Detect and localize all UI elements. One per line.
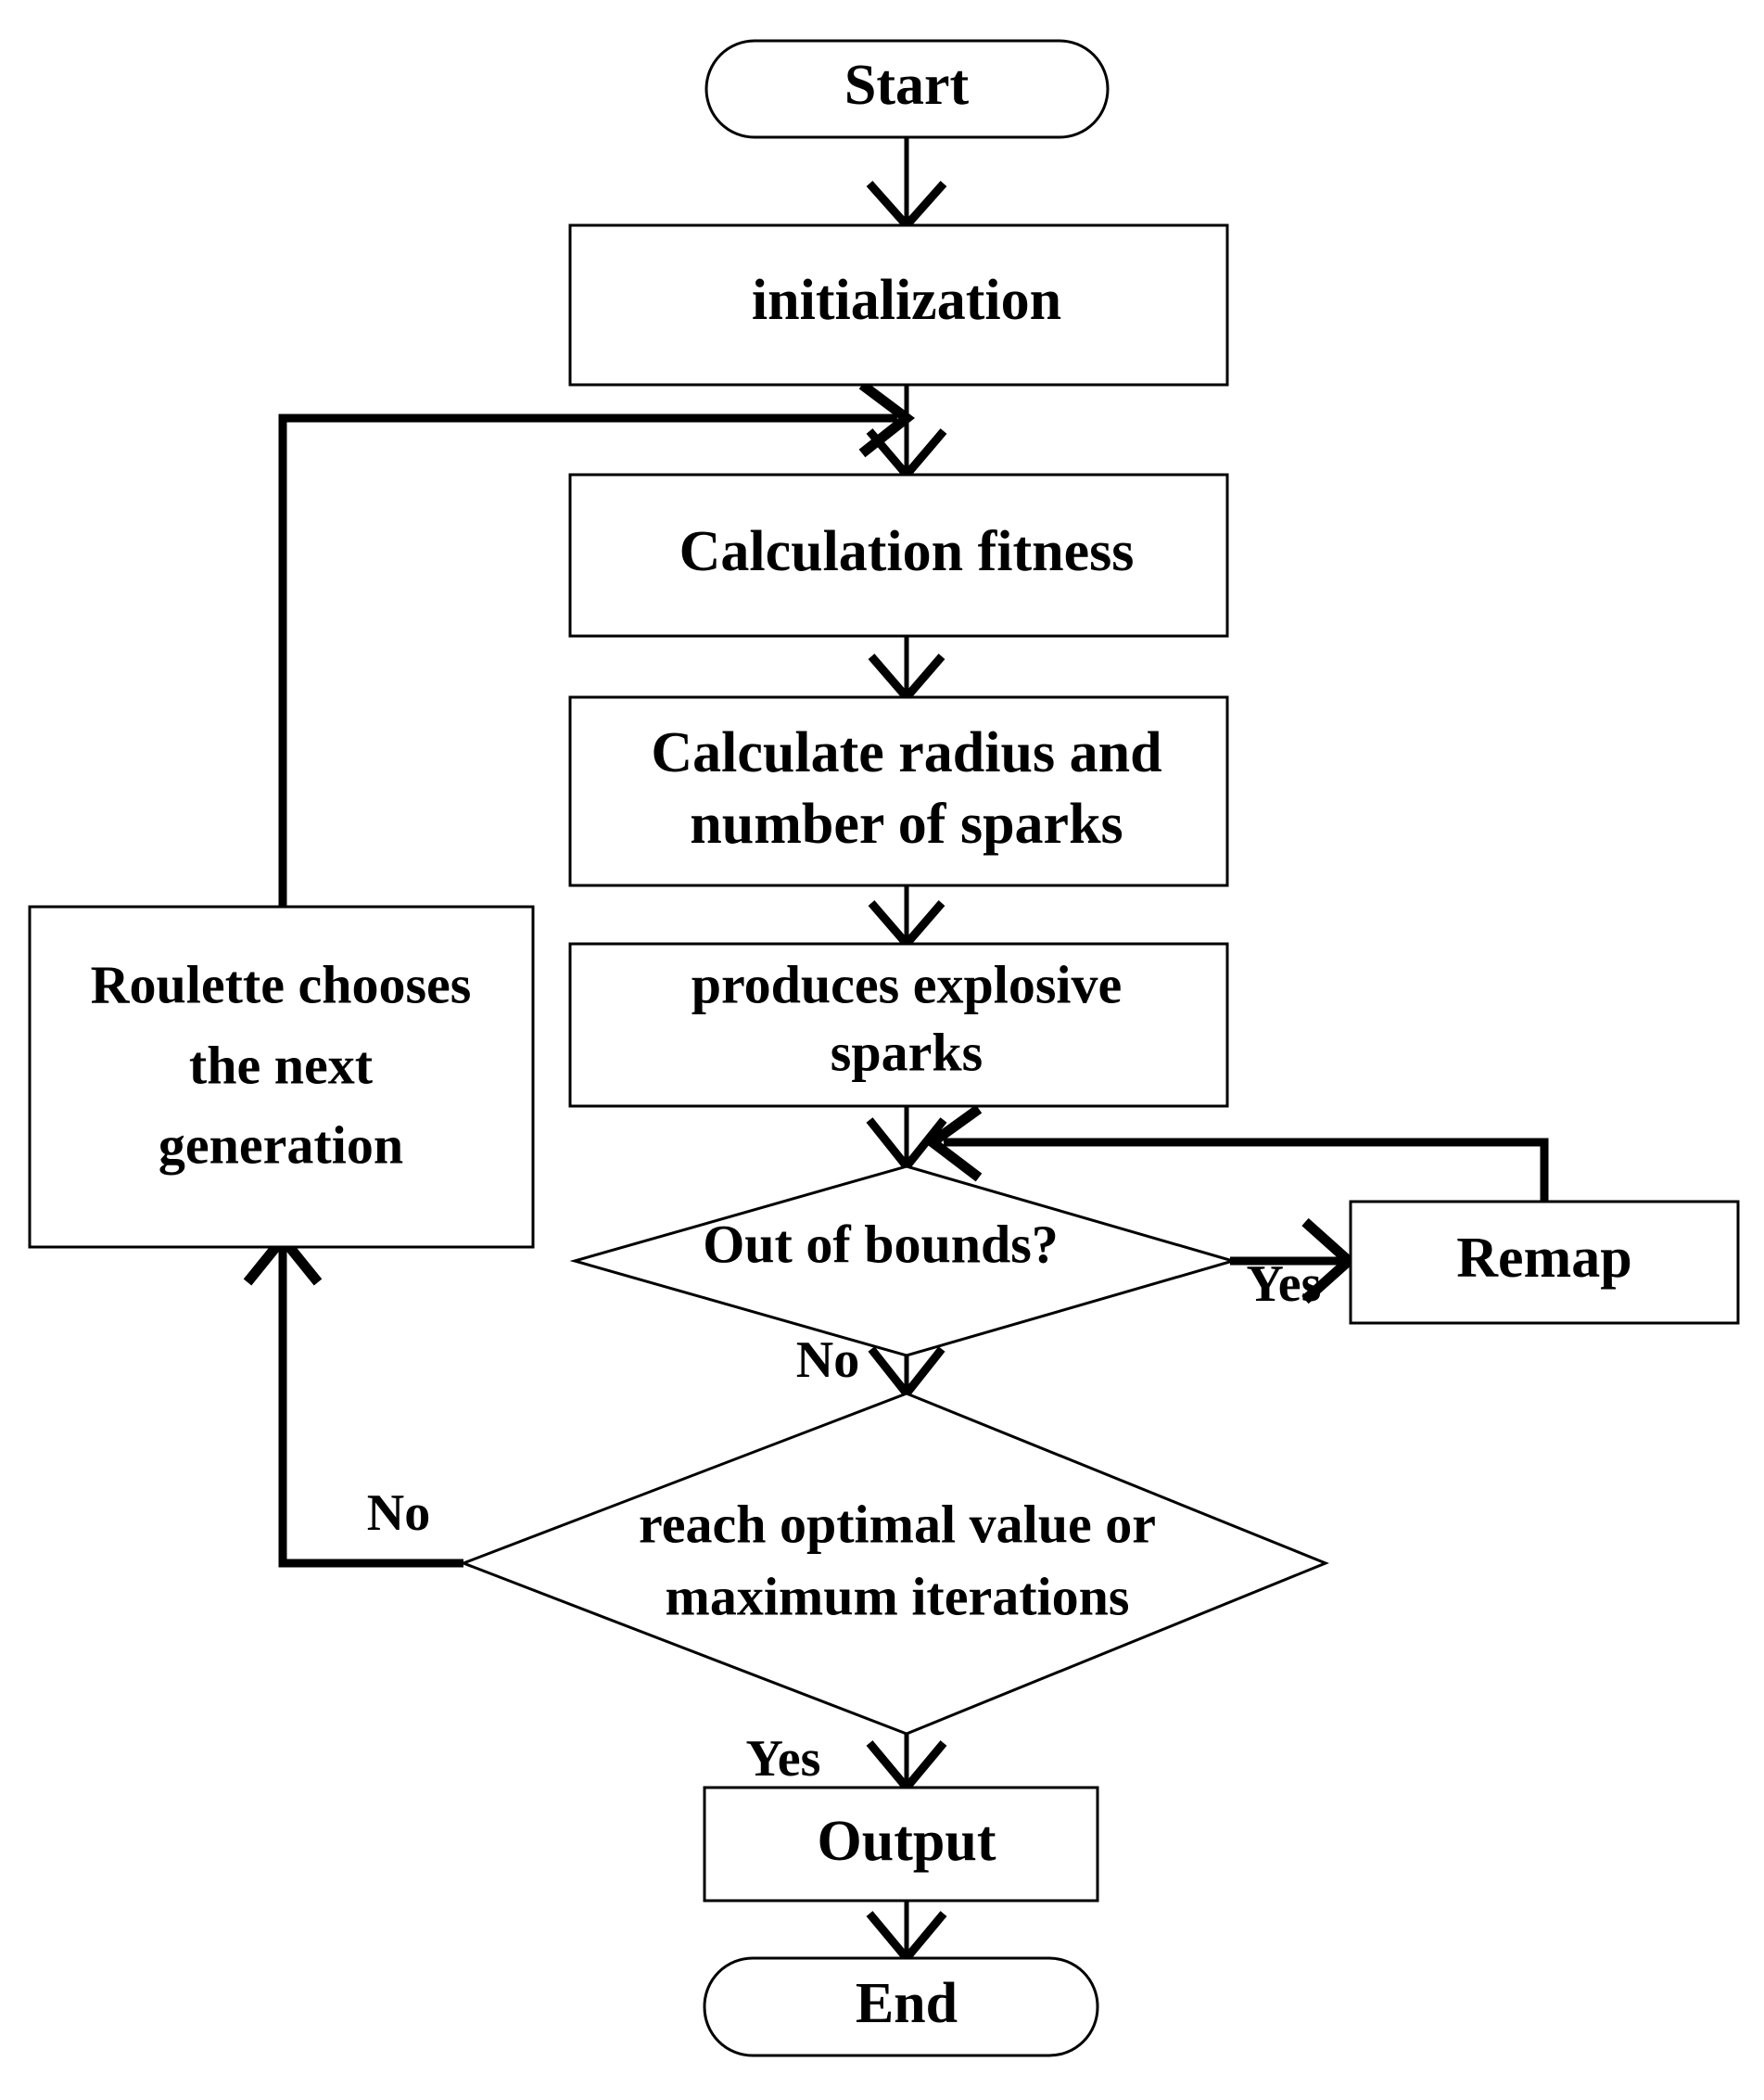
- roulette-label-line3: generation: [159, 1114, 403, 1175]
- edge-radius-to-sparks: [868, 885, 945, 950]
- output-label: Output: [818, 1810, 996, 1873]
- initialization-label: initialization: [752, 269, 1061, 332]
- node-start[interactable]: Start: [704, 39, 1110, 139]
- terminate-condition-shape: [459, 1392, 1329, 1736]
- start-shape: [704, 39, 1110, 139]
- calculate-radius-label-line2: number of sparks: [690, 793, 1123, 856]
- edge-remap-to-bounds: [923, 1104, 1549, 1202]
- calculate-radius-label-line1: Calculate radius and: [651, 721, 1161, 784]
- end-label: End: [856, 1972, 958, 2035]
- node-terminate-condition[interactable]: reach optimal value or maximum iteration…: [459, 1392, 1329, 1736]
- edge-terminate-yes-to-output: [866, 1732, 947, 1795]
- initialization-shape: [568, 223, 1229, 387]
- edge-terminate-no-to-roulette: [243, 1230, 463, 1568]
- produces-sparks-label-line2: sparks: [831, 1022, 983, 1082]
- roulette-shape: [28, 905, 535, 1249]
- output-shape: [703, 1786, 1099, 1903]
- edge-label-terminate-no: No: [367, 1484, 430, 1542]
- terminate-condition-label-line1: reach optimal value or: [639, 1494, 1156, 1554]
- edge-output-to-end: [866, 1901, 947, 1966]
- remap-shape: [1349, 1200, 1740, 1325]
- out-of-bounds-label: Out of bounds?: [703, 1214, 1059, 1274]
- produces-sparks-shape: [568, 942, 1229, 1108]
- node-end[interactable]: End: [703, 1956, 1099, 2057]
- calculation-fitness-label: Calculation fitness: [679, 520, 1135, 583]
- edge-fitness-to-radius: [868, 636, 945, 704]
- node-out-of-bounds[interactable]: Out of bounds?: [569, 1165, 1238, 1357]
- roulette-label-line2: the next: [189, 1035, 374, 1095]
- end-shape: [703, 1956, 1099, 2057]
- calculate-radius-shape: [568, 695, 1229, 887]
- edge-label-bounds-no: No: [796, 1331, 859, 1389]
- edge-bounds-yes-to-remap: [1230, 1217, 1357, 1305]
- node-produces-sparks[interactable]: produces explosive sparks: [568, 942, 1229, 1108]
- node-calculate-radius[interactable]: Calculate radius and number of sparks: [568, 695, 1229, 887]
- produces-sparks-label-line1: produces explosive: [692, 954, 1123, 1014]
- edge-label-bounds-yes: Yes: [1247, 1255, 1322, 1313]
- node-remap[interactable]: Remap: [1349, 1200, 1740, 1325]
- calculation-fitness-shape: [568, 473, 1229, 638]
- node-initialization[interactable]: initialization: [568, 223, 1229, 387]
- start-label: Start: [844, 54, 970, 117]
- remap-label: Remap: [1456, 1227, 1631, 1290]
- edge-roulette-to-fitness-loop: [278, 380, 916, 907]
- node-roulette[interactable]: Roulette chooses the next generation: [28, 905, 535, 1249]
- terminate-condition-label-line2: maximum iterations: [666, 1566, 1130, 1626]
- edge-label-terminate-yes: Yes: [746, 1730, 821, 1788]
- node-output[interactable]: Output: [703, 1786, 1099, 1903]
- node-calculation-fitness[interactable]: Calculation fitness: [568, 473, 1229, 638]
- edge-start-to-initialization: [866, 137, 947, 232]
- roulette-label-line1: Roulette chooses: [91, 954, 472, 1014]
- out-of-bounds-shape: [569, 1165, 1238, 1357]
